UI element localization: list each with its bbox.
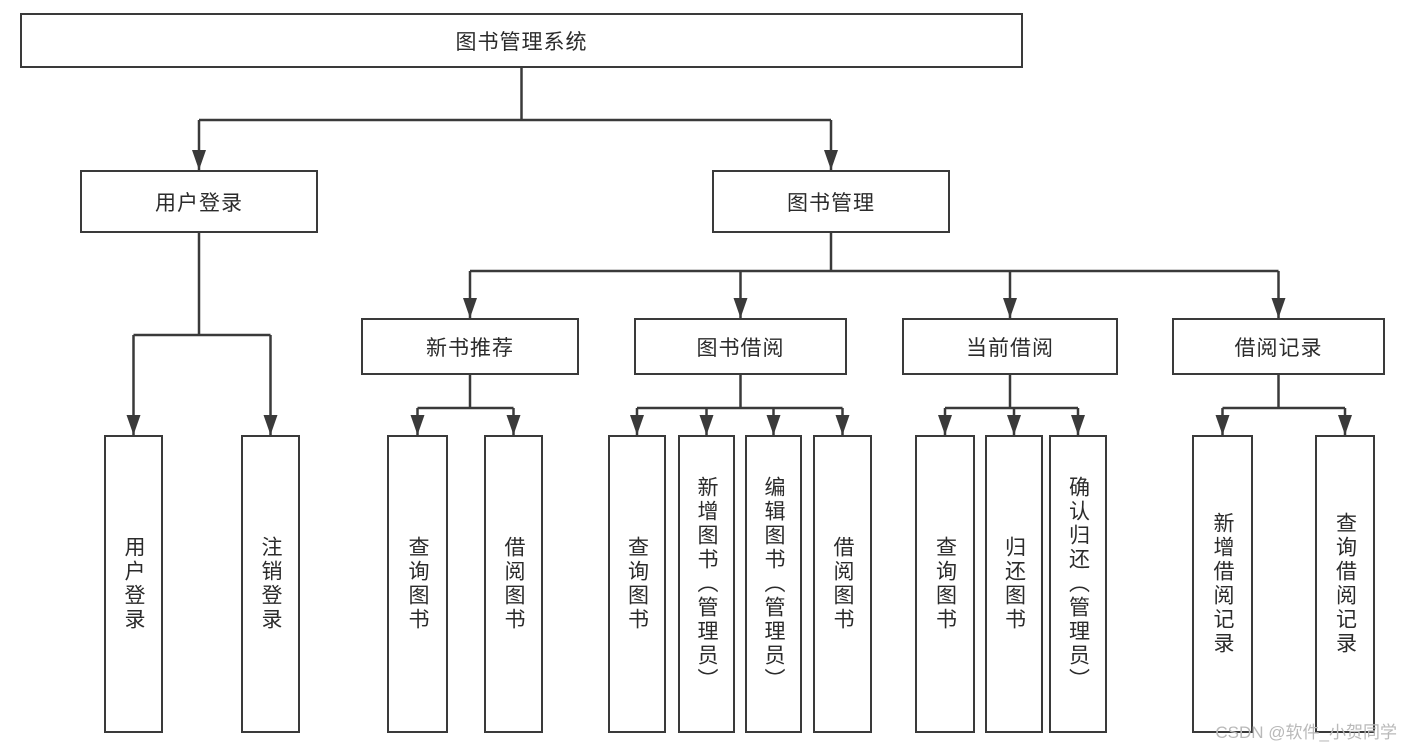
- node-label: 当前借阅: [966, 336, 1054, 360]
- node-label: 图书管理系统: [455, 30, 588, 54]
- node-leaf-12[interactable]: 查询借阅记录: [1315, 435, 1375, 733]
- node-label: 查询借阅记录: [1333, 512, 1357, 656]
- node-label: 新增图书（管理员）: [695, 476, 718, 692]
- node-leaf-11[interactable]: 新增借阅记录: [1192, 435, 1253, 733]
- node-label: 确认归还（管理员）: [1066, 476, 1090, 692]
- node-leaf-3[interactable]: 借阅图书: [484, 435, 543, 733]
- node-l2-2[interactable]: 当前借阅: [902, 318, 1118, 375]
- arrowhead-icon: [630, 415, 644, 435]
- arrowhead-icon: [766, 415, 781, 435]
- node-l2-0[interactable]: 新书推荐: [361, 318, 579, 375]
- arrowhead-icon: [263, 415, 278, 435]
- arrowhead-icon: [192, 150, 206, 170]
- arrowhead-icon: [1215, 415, 1230, 435]
- node-root[interactable]: 图书管理系统: [20, 13, 1023, 68]
- arrowhead-icon: [699, 415, 714, 435]
- arrowhead-icon: [1003, 298, 1017, 318]
- node-label: 图书管理: [787, 191, 875, 215]
- node-leaf-4[interactable]: 查询图书: [608, 435, 666, 733]
- node-label: 新增借阅记录: [1211, 512, 1234, 656]
- arrowhead-icon: [410, 415, 425, 435]
- node-label: 归还图书: [1002, 536, 1026, 632]
- node-leaf-7[interactable]: 借阅图书: [813, 435, 872, 733]
- arrowhead-icon: [1007, 415, 1021, 435]
- arrowhead-icon: [463, 298, 477, 318]
- node-leaf-5[interactable]: 新增图书（管理员）: [678, 435, 735, 733]
- arrowhead-icon: [938, 415, 952, 435]
- node-leaf-9[interactable]: 归还图书: [985, 435, 1043, 733]
- node-label: 用户登录: [122, 536, 145, 632]
- arrowhead-icon: [1071, 415, 1085, 435]
- arrowhead-icon: [506, 415, 521, 435]
- node-label: 借阅记录: [1234, 336, 1323, 360]
- node-leaf-8[interactable]: 查询图书: [915, 435, 975, 733]
- arrowhead-icon: [733, 298, 748, 318]
- node-label: 借阅图书: [502, 536, 525, 632]
- node-label: 借阅图书: [831, 536, 854, 632]
- arrowhead-icon: [126, 415, 141, 435]
- node-leaf-10[interactable]: 确认归还（管理员）: [1049, 435, 1107, 733]
- node-label: 新书推荐: [426, 336, 514, 360]
- arrowhead-icon: [835, 415, 850, 435]
- node-l1-0[interactable]: 用户登录: [80, 170, 318, 233]
- node-label: 编辑图书（管理员）: [762, 476, 785, 692]
- node-leaf-1[interactable]: 注销登录: [241, 435, 300, 733]
- node-label: 查询图书: [406, 536, 429, 632]
- node-label: 查询图书: [625, 536, 649, 632]
- node-label: 用户登录: [155, 191, 243, 215]
- node-leaf-2[interactable]: 查询图书: [387, 435, 448, 733]
- node-label: 图书借阅: [696, 336, 785, 360]
- arrowhead-icon: [824, 150, 838, 170]
- node-leaf-6[interactable]: 编辑图书（管理员）: [745, 435, 802, 733]
- node-label: 注销登录: [259, 536, 282, 632]
- node-label: 查询图书: [933, 536, 957, 632]
- arrowhead-icon: [1271, 298, 1286, 318]
- csdn-watermark: CSDN @软件_小贺同学: [1215, 723, 1397, 742]
- node-leaf-0[interactable]: 用户登录: [104, 435, 163, 733]
- node-l2-3[interactable]: 借阅记录: [1172, 318, 1385, 375]
- arrowhead-icon: [1338, 415, 1352, 435]
- node-l1-1[interactable]: 图书管理: [712, 170, 950, 233]
- node-l2-1[interactable]: 图书借阅: [634, 318, 847, 375]
